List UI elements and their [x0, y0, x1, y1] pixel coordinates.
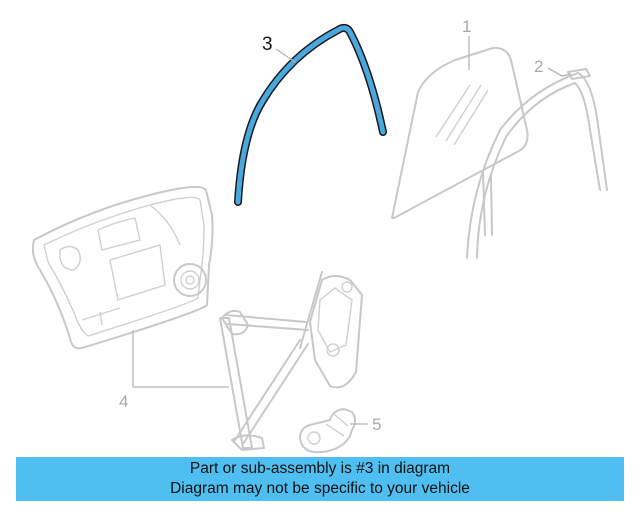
banner-line-1: Part or sub-assembly is #3 in diagram	[189, 460, 451, 477]
callout-4[interactable]: 4	[119, 392, 128, 411]
part-4-door-trim-panel	[31, 185, 214, 350]
banner-line-2: Diagram may not be specific to your vehi…	[170, 480, 470, 497]
part-1-window-glass	[391, 46, 529, 219]
part-5-motor	[299, 408, 356, 454]
leader-2	[547, 67, 572, 77]
leader-4	[132, 330, 229, 388]
callout-1[interactable]: 1	[462, 17, 471, 36]
part-2-run-channel	[466, 68, 608, 259]
leader-3	[275, 48, 296, 63]
callout-3[interactable]: 3	[262, 34, 273, 55]
part-info-banner: Part or sub-assembly is #3 in diagram Di…	[16, 457, 624, 501]
callout-2[interactable]: 2	[534, 57, 543, 76]
callout-5[interactable]: 5	[372, 415, 381, 434]
part-3-weatherstrip[interactable]	[234, 23, 387, 206]
parts-diagram: 1 2 3 4 5	[31, 17, 608, 454]
part-4-window-regulator	[219, 271, 363, 451]
